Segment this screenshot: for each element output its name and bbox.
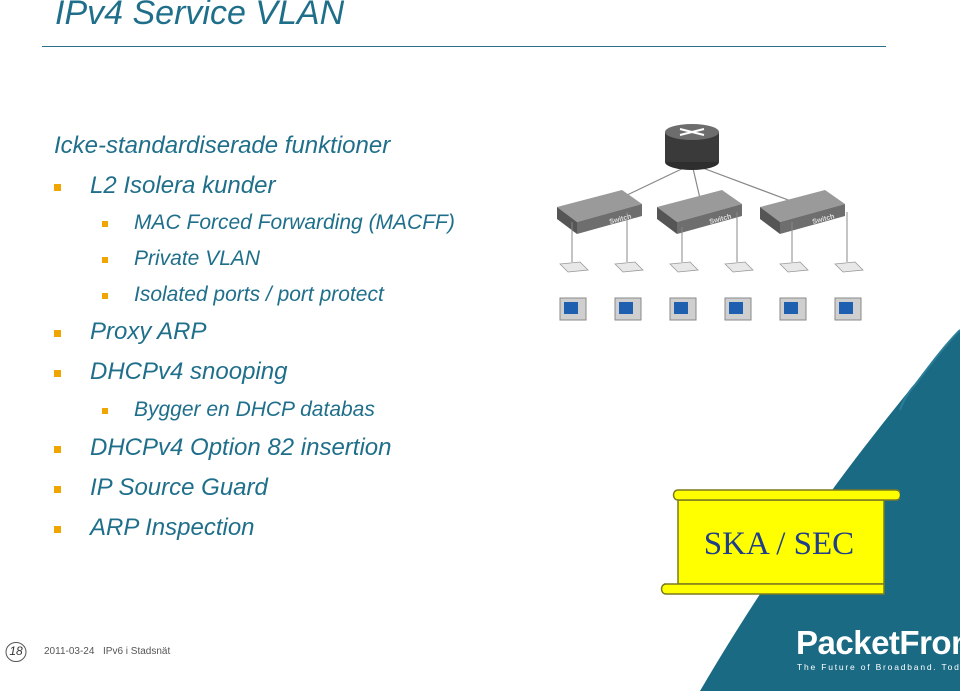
pc-icon (669, 297, 697, 321)
bullet-square-icon (102, 221, 108, 227)
switch-icon: Switch (657, 190, 742, 234)
bullet-square-icon (102, 257, 108, 263)
switch-icon: Switch (760, 190, 845, 234)
switch-icon: Switch (557, 190, 642, 234)
footer-subtitle: IPv6 i Stadsnät (103, 646, 171, 657)
bullet-square-icon (54, 526, 61, 533)
pc-icon (614, 297, 642, 321)
pc-icon (559, 297, 587, 321)
bullet-square-icon (102, 408, 108, 414)
router-icon (665, 124, 719, 170)
footer-date: 2011-03-24 (44, 646, 95, 657)
slide-title: IPv4 Service VLAN (55, 0, 345, 32)
bullet-square-icon (102, 293, 108, 299)
bullet-square-icon (54, 446, 61, 453)
title-underline (42, 46, 886, 47)
pc-icon (779, 297, 807, 321)
bullet-square-icon (54, 330, 61, 337)
callout-scroll (660, 489, 900, 595)
logo-name: PacketFront (796, 624, 960, 661)
pc-icon (724, 297, 752, 321)
bullet-square-icon (54, 486, 61, 493)
bullet-square-icon (54, 184, 61, 191)
pc-icon (834, 297, 862, 321)
page-number: 18 (9, 644, 23, 658)
callout-text: SKA / SEC (703, 526, 855, 562)
section-heading: Icke-standardiserade funktioner (54, 132, 391, 159)
logo-tagline: The Future of Broadband. Today (797, 662, 960, 672)
bullet-square-icon (54, 370, 61, 377)
company-logo: PacketFront® The Future of Broadband. To… (796, 624, 960, 672)
network-diagram: Switch Switch Switch (557, 124, 864, 321)
page-number-circle (5, 642, 27, 662)
